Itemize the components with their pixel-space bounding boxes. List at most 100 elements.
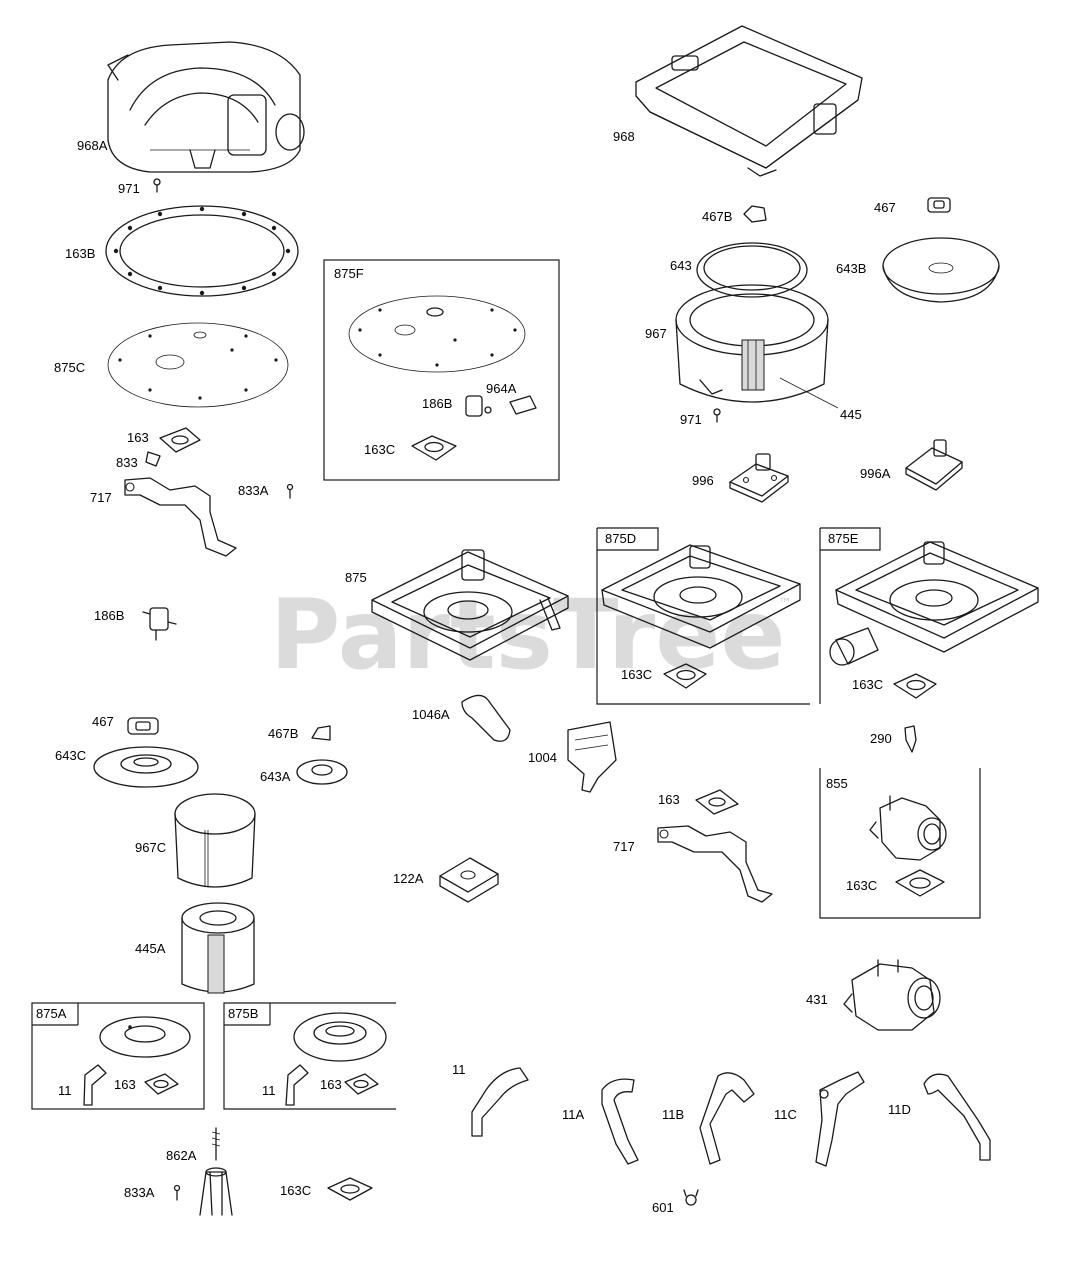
part-11C-hose <box>815 1071 865 1167</box>
part-122A-spacer <box>439 857 499 903</box>
part-833-fitting <box>145 451 161 467</box>
part-163C-gasket-875E <box>893 673 937 699</box>
group-875A: 875A <box>31 1002 205 1110</box>
part-971-screw <box>153 178 161 193</box>
group-label-875F: 875F <box>334 266 364 281</box>
label-163C-855: 163C <box>846 878 877 893</box>
label-643A: 643A <box>260 769 291 784</box>
label-971-right: 971 <box>680 412 702 427</box>
part-1046A-tube <box>461 694 511 742</box>
label-1046A: 1046A <box>412 707 450 722</box>
part-290-fitting <box>904 725 917 753</box>
label-717-right: 717 <box>613 839 635 854</box>
part-163C-gasket-855 <box>895 869 945 897</box>
label-445A: 445A <box>135 941 166 956</box>
label-862A: 862A <box>166 1148 197 1163</box>
label-11: 11 <box>452 1062 466 1077</box>
label-833A-bottom: 833A <box>124 1185 155 1200</box>
label-445: 445 <box>840 407 862 422</box>
part-862A-bolt <box>211 1127 221 1161</box>
part-967C-filter <box>174 793 256 888</box>
part-968-cover <box>635 25 863 177</box>
part-875-base <box>371 549 569 661</box>
label-643B: 643B <box>836 261 866 276</box>
part-967-housing <box>675 284 829 403</box>
part-163C-gasket-875F <box>411 435 457 461</box>
part-643A-disc <box>296 759 348 785</box>
label-967: 967 <box>645 326 667 341</box>
label-163C-875D: 163C <box>621 667 652 682</box>
label-467B-left: 467B <box>268 726 298 741</box>
part-643C-disc <box>93 746 199 788</box>
group-855-box <box>819 768 981 919</box>
part-11-hose-875B <box>285 1064 309 1106</box>
label-1004: 1004 <box>528 750 557 765</box>
label-11-875B: 11 <box>262 1083 276 1098</box>
part-163-gasket-875B <box>344 1073 379 1095</box>
label-467: 467 <box>874 200 896 215</box>
label-163C-875F: 163C <box>364 442 395 457</box>
part-833A-screw-bottom <box>173 1184 181 1201</box>
part-855-carburetor <box>869 795 947 861</box>
part-163-gasket-right <box>695 789 739 815</box>
label-163C-875E: 163C <box>852 677 883 692</box>
part-971-screw-right <box>713 408 721 423</box>
watermark-trademark: ™ <box>778 596 792 612</box>
part-643-disc <box>696 242 808 298</box>
part-11A-hose <box>601 1078 639 1165</box>
part-431-carburetor <box>843 959 941 1031</box>
part-717-bracket-right <box>657 825 773 903</box>
label-971: 971 <box>118 181 140 196</box>
group-875D: 875D <box>596 527 810 705</box>
part-875F-plate <box>348 295 526 373</box>
label-11C: 11C <box>774 1107 797 1122</box>
group-label-875E: 875E <box>828 531 859 546</box>
group-875B: 875B <box>223 1002 396 1110</box>
label-11A: 11A <box>562 1107 584 1122</box>
label-601: 601 <box>652 1200 674 1215</box>
part-186B-valve-875F <box>465 395 492 417</box>
label-186B: 186B <box>94 608 124 623</box>
part-186B-valve-left <box>142 607 177 641</box>
part-875B-disc <box>293 1012 387 1062</box>
part-875C-plate <box>107 322 289 408</box>
group-label-875A: 875A <box>36 1006 67 1021</box>
leader-445 <box>779 377 839 409</box>
part-1004-bracket <box>567 721 617 793</box>
part-11-hose-875A <box>83 1064 107 1106</box>
label-875C: 875C <box>54 360 85 375</box>
part-163-gasket-left <box>159 427 201 453</box>
part-643B-disc <box>882 237 1000 303</box>
part-996A-valve <box>905 439 963 491</box>
part-875D-base <box>601 544 801 649</box>
part-968A-housing <box>107 41 305 173</box>
watermark: PartsTree <box>270 579 785 691</box>
label-833: 833 <box>116 455 138 470</box>
label-467-left: 467 <box>92 714 114 729</box>
label-11B: 11B <box>662 1107 684 1122</box>
label-717: 717 <box>90 490 112 505</box>
part-996-valve <box>729 453 789 503</box>
label-163: 163 <box>127 430 149 445</box>
label-163-875A: 163 <box>114 1077 136 1092</box>
label-290: 290 <box>870 731 892 746</box>
part-467B-left <box>311 725 331 741</box>
label-467B: 467B <box>702 209 732 224</box>
part-11-hose-bottom <box>471 1067 529 1137</box>
part-445A-filter <box>181 902 255 994</box>
label-996A: 996A <box>860 466 891 481</box>
part-833A-screw-left <box>286 483 294 499</box>
part-875A-disc <box>99 1016 191 1058</box>
part-163C-gasket-bottom <box>327 1177 373 1201</box>
label-968: 968 <box>613 129 635 144</box>
label-122A: 122A <box>393 871 424 886</box>
label-431: 431 <box>806 992 828 1007</box>
label-967C: 967C <box>135 840 166 855</box>
group-875F: 875F <box>323 259 560 481</box>
label-996: 996 <box>692 473 714 488</box>
part-163C-gasket-875D <box>663 663 707 689</box>
label-163C-bottom: 163C <box>280 1183 311 1198</box>
label-968A: 968A <box>77 138 108 153</box>
label-11-875A: 11 <box>58 1083 72 1098</box>
